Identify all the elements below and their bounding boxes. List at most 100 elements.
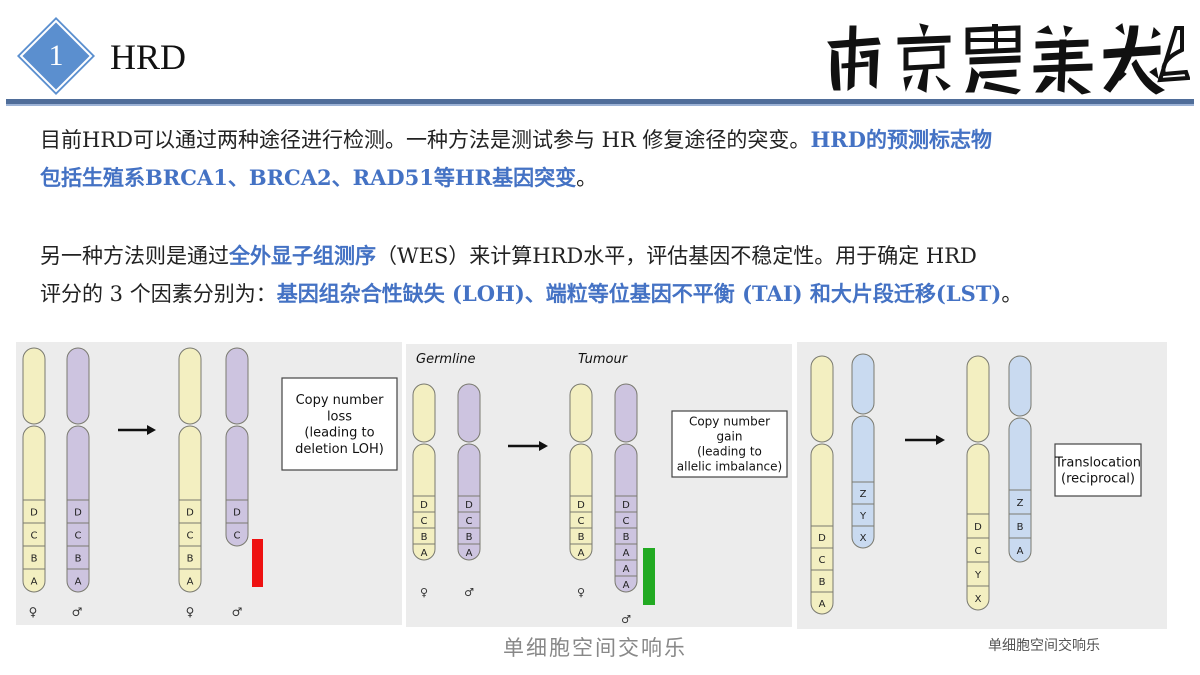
label-germline: Germline: [416, 352, 476, 367]
loh-female-symbol-right: ♀: [186, 605, 195, 619]
gain-right-purple-chromosome-band-label: D: [622, 500, 630, 511]
gain-copy-number-gain-box-line: allelic imbalance): [677, 460, 782, 474]
trans-right-yellow-chromosome-band-label: X: [975, 594, 982, 605]
gain-female-symbol-right: ♀: [577, 586, 585, 599]
trans-right-yellow-chromosome-band-label: D: [974, 522, 982, 533]
gain-left-purple-chromosome-band-label: D: [465, 500, 473, 511]
gain-left-yellow-chromosome-band-label: B: [421, 532, 428, 543]
loh-left-yellow-chromosome-arm-bottom: [22, 425, 46, 593]
loh-copy-number-loss-box-line: (leading to: [304, 426, 374, 441]
p2-line1-highlight: 全外显子组测序: [229, 243, 376, 268]
trans-left-yellow-chromosome-band-label: A: [819, 599, 826, 610]
loh-right-purple-chromosome-arm-top: [225, 347, 249, 425]
loh-female-symbol: ♀: [29, 605, 38, 619]
p2-line2-end: 。: [1001, 282, 1023, 306]
trans-right-blue-chromosome-band-label: Z: [1017, 498, 1024, 509]
trans-right-yellow-chromosome-band-label: C: [975, 546, 982, 557]
loh-copy-number-loss-box: [281, 377, 398, 471]
loh-left-purple-chromosome-band-label: A: [75, 577, 82, 588]
gain-right-purple-chromosome-band-label: A: [623, 564, 630, 575]
trans-left-blue-chromosome-band-label: Y: [859, 511, 867, 522]
p2-line2-plain: 评分的 3 个因素分别为：: [40, 282, 277, 306]
loh-right-purple-chromosome-arm-bottom: [225, 425, 249, 547]
loh-right-yellow-chromosome-band-label: A: [187, 577, 194, 588]
gain-amplification-bar: [643, 548, 655, 605]
trans-left-yellow-chromosome-band-label: C: [819, 555, 826, 566]
loh-right-purple-chromosome-band-label: C: [234, 531, 241, 542]
trans-left-yellow-chromosome-band-label: B: [819, 577, 826, 588]
gain-right-yellow-chromosome-band-label: B: [578, 532, 585, 543]
p1-line2-highlight: 包括生殖系BRCA1、BRCA2、RAD51等HR基因突变: [40, 165, 577, 190]
gain-right-purple-chromosome-band-label: A: [623, 580, 630, 591]
gain-left-yellow-chromosome-band-label: A: [421, 548, 428, 559]
gain-right-purple-chromosome-band-label: C: [623, 516, 630, 527]
gain-left-purple-chromosome-band-label: B: [466, 532, 473, 543]
trans-translocation-box-line: Translocation: [1054, 455, 1141, 470]
gain-copy-number-gain-box-line: (leading to: [697, 445, 762, 459]
loh-left-yellow-chromosome-arm-top: [22, 347, 46, 425]
gain-right-yellow-chromosome-band-label: C: [578, 516, 585, 527]
gain-female-symbol: ♀: [420, 586, 428, 599]
trans-right-blue-chromosome-band-label: A: [1017, 546, 1024, 557]
loh-copy-number-loss-box-line: deletion LOH): [295, 442, 384, 457]
trans-translocation-box-line: (reciprocal): [1061, 472, 1135, 487]
loh-deletion-bar: [252, 539, 263, 587]
p1-line2-end: 。: [576, 166, 598, 190]
loh-copy-number-loss-box-line: loss: [327, 409, 352, 424]
gain-left-purple-chromosome-arm-bottom: [457, 443, 481, 561]
gain-right-purple-chromosome-band-label: B: [623, 532, 630, 543]
label-tumour: Tumour: [578, 352, 629, 367]
gain-left-yellow-chromosome-arm-bottom: [412, 443, 436, 561]
gain-right-yellow-chromosome-band-label: A: [578, 548, 585, 559]
gain-left-purple-chromosome-arm-top: [457, 383, 481, 443]
loh-right-purple-chromosome-band-label: D: [233, 508, 241, 519]
header-divider-light: [6, 104, 1194, 106]
loh-right-yellow-chromosome-band-label: C: [187, 531, 194, 542]
page-title: HRD: [110, 37, 187, 77]
p2-line2-highlight: 基因组杂合性缺失 (LOH)、端粒等位基因不平衡 (TAI) 和大片段迁移(LS…: [276, 281, 1002, 306]
gain-left-yellow-chromosome-arm-top: [412, 383, 436, 443]
paragraph-wes-method: 另一种方法则是通过全外显子组测序（WES）来计算HRD水平，评估基因不稳定性。用…: [40, 237, 1160, 313]
gain-copy-number-gain-box: [671, 410, 788, 478]
gain-male-symbol: ♂: [464, 586, 474, 599]
gain-left-yellow-chromosome-band-label: D: [420, 500, 428, 511]
loh-right-yellow-chromosome-band-label: D: [186, 508, 194, 519]
loh-copy-number-loss-box-line: Copy number: [296, 393, 385, 408]
gain-copy-number-gain-box-line: Copy number: [689, 415, 770, 429]
loh-left-purple-chromosome-arm-bottom: [66, 425, 90, 593]
loh-right-yellow-chromosome-arm-bottom: [178, 425, 202, 593]
gain-left-yellow-chromosome-band-label: C: [421, 516, 428, 527]
gain-arrow-head: [539, 441, 548, 451]
trans-arrow-head: [936, 435, 945, 445]
gain-left-purple-chromosome-band-label: C: [466, 516, 473, 527]
loh-male-symbol-right: ♂: [232, 605, 243, 619]
loh-right-yellow-chromosome-arm-top: [178, 347, 202, 425]
caption-right: 单细胞空间交响乐: [988, 638, 1100, 654]
paragraph-detection-methods: 目前HRD可以通过两种途径进行检测。一种方法是测试参与 HR 修复途径的突变。H…: [40, 121, 1160, 197]
p1-line1-highlight: HRD的预测标志物: [810, 127, 992, 152]
trans-right-yellow-chromosome-arm-bottom: [966, 443, 990, 611]
loh-left-yellow-chromosome-band-label: C: [31, 531, 38, 542]
gain-right-yellow-chromosome-arm-top: [569, 383, 593, 443]
loh-left-purple-chromosome-band-label: C: [75, 531, 82, 542]
p1-line1-plain: 目前HRD可以通过两种途径进行检测。一种方法是测试参与 HR 修复途径的突变。: [40, 128, 811, 152]
loh-left-purple-chromosome-band-label: D: [74, 508, 82, 519]
p2-line1-plain-a: 另一种方法则是通过: [40, 244, 229, 268]
section-diamond-icon: [17, 17, 95, 95]
trans-left-yellow-chromosome-arm-top: [810, 355, 834, 443]
loh-arrow-head: [147, 425, 156, 435]
loh-left-yellow-chromosome-band-label: B: [31, 554, 38, 565]
caption-center: 单细胞空间交响乐: [503, 636, 687, 660]
trans-left-blue-chromosome-band-label: X: [860, 533, 867, 544]
university-calligraphy-logo: [827, 23, 1190, 95]
loh-left-purple-chromosome-band-label: B: [75, 554, 82, 565]
loh-left-yellow-chromosome-band-label: D: [30, 508, 38, 519]
loh-right-yellow-chromosome-band-label: B: [187, 554, 194, 565]
gain-male-symbol-right: ♂: [621, 613, 631, 626]
